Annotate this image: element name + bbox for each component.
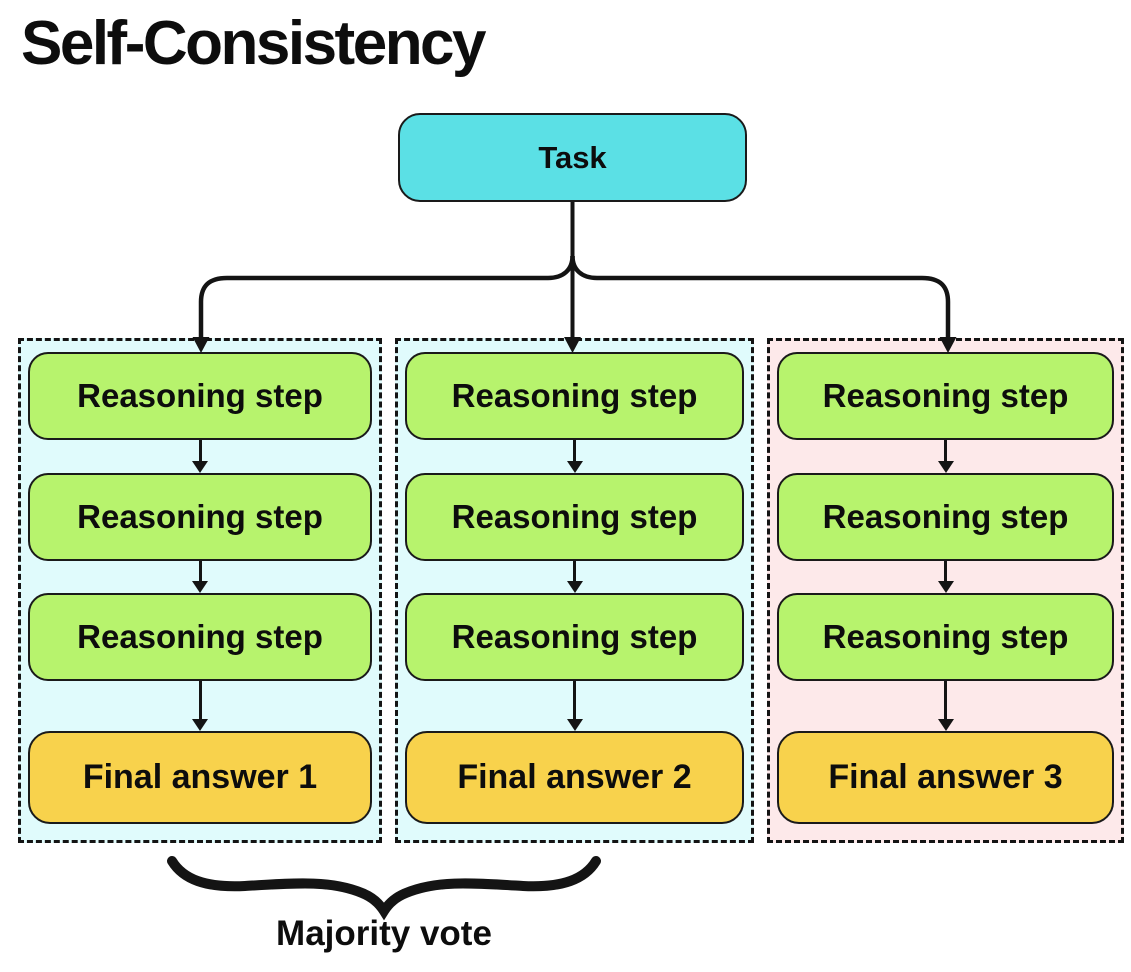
- reasoning-step-label: Reasoning step: [822, 618, 1069, 655]
- arrow-shaft: [573, 561, 576, 581]
- arrow-shaft: [573, 681, 576, 719]
- reasoning-chain-2: Reasoning step Reasoning step Reasoning …: [395, 338, 754, 843]
- reasoning-step-node: Reasoning step: [777, 473, 1114, 561]
- reasoning-step-node: Reasoning step: [28, 473, 372, 561]
- arrow-down-icon: [777, 681, 1114, 731]
- arrow-down-icon: [28, 681, 372, 731]
- final-answer-label: Final answer 1: [82, 758, 318, 796]
- final-answer-label: Final answer 3: [828, 758, 1063, 796]
- reasoning-chain-1: Reasoning step Reasoning step Reasoning …: [18, 338, 382, 843]
- majority-vote-label: Majority vote: [276, 914, 492, 953]
- page-title: Self-Consistency: [21, 9, 487, 78]
- reasoning-step-label: Reasoning step: [77, 377, 323, 414]
- arrow-shaft: [198, 561, 202, 581]
- reasoning-step-node: Reasoning step: [405, 473, 744, 561]
- reasoning-step-label: Reasoning step: [451, 377, 698, 414]
- arrow-down-icon: [777, 440, 1114, 473]
- final-answer-node: Final answer 2: [405, 731, 744, 824]
- arrow-down-icon: [28, 440, 372, 473]
- arrow-down-icon: [405, 440, 744, 473]
- reasoning-step-label: Reasoning step: [451, 618, 698, 655]
- reasoning-step-label: Reasoning step: [77, 618, 323, 655]
- reasoning-step-node: Reasoning step: [28, 352, 372, 440]
- arrow-head: [937, 461, 954, 473]
- reasoning-step-label: Reasoning step: [822, 498, 1069, 535]
- reasoning-step-label: Reasoning step: [451, 498, 698, 535]
- reasoning-step-label: Reasoning step: [822, 377, 1069, 414]
- arrow-shaft: [944, 440, 947, 461]
- task-to-chain1-line: [198, 255, 575, 339]
- arrow-head: [192, 461, 208, 473]
- arrow-down-icon: [405, 561, 744, 593]
- arrow-head: [566, 581, 583, 593]
- arrow-head: [937, 581, 954, 593]
- task-to-chain3-line: [570, 255, 951, 339]
- reasoning-step-label: Reasoning step: [77, 498, 323, 535]
- arrow-shaft: [944, 681, 947, 719]
- arrow-head: [192, 719, 208, 731]
- reasoning-step-node: Reasoning step: [28, 593, 372, 681]
- arrow-shaft: [198, 681, 202, 719]
- final-answer-node: Final answer 3: [777, 731, 1114, 824]
- arrow-head: [566, 461, 583, 473]
- arrow-down-icon: [405, 681, 744, 731]
- arrow-down-icon: [28, 561, 372, 593]
- majority-vote-brace: [167, 856, 601, 921]
- arrow-head: [192, 581, 208, 593]
- reasoning-chain-3: Reasoning step Reasoning step Reasoning …: [767, 338, 1124, 843]
- reasoning-step-node: Reasoning step: [777, 593, 1114, 681]
- task-label: Task: [538, 139, 607, 175]
- arrow-head: [566, 719, 583, 731]
- arrow-shaft: [198, 440, 202, 461]
- arrow-down-icon: [777, 561, 1114, 593]
- final-answer-node: Final answer 1: [28, 731, 372, 824]
- reasoning-step-node: Reasoning step: [405, 593, 744, 681]
- task-node: Task: [398, 113, 747, 202]
- reasoning-step-node: Reasoning step: [405, 352, 744, 440]
- arrow-shaft: [573, 440, 576, 461]
- final-answer-label: Final answer 2: [457, 758, 692, 796]
- reasoning-step-node: Reasoning step: [777, 352, 1114, 440]
- arrow-shaft: [944, 561, 947, 581]
- arrow-head: [937, 719, 954, 731]
